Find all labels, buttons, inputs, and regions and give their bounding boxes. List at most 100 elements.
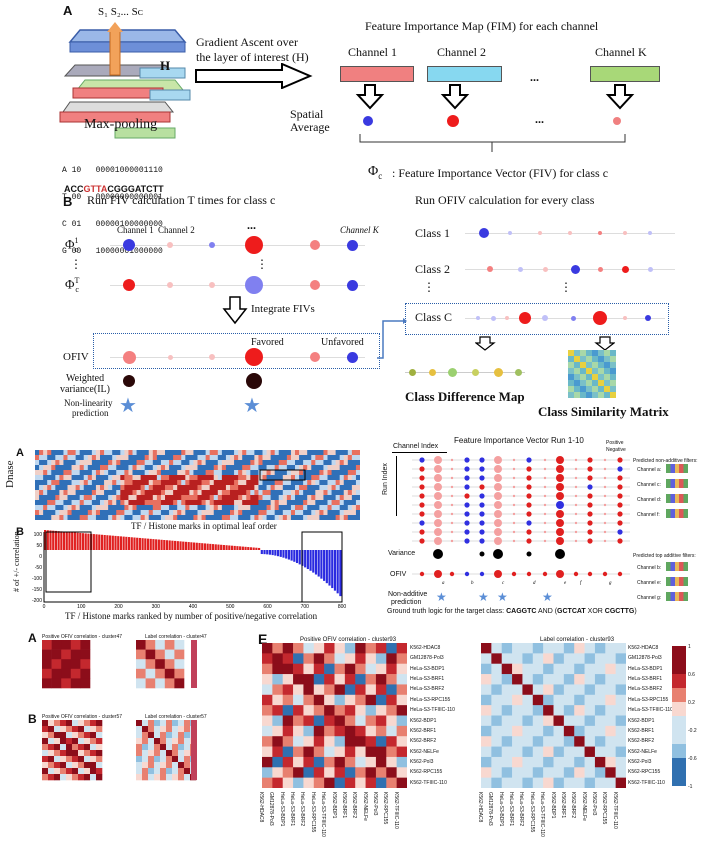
h-layer-label: H	[160, 58, 171, 73]
class-c-dot	[490, 315, 496, 321]
down-arrow-icons	[355, 84, 635, 110]
bar-xtick: 800	[338, 604, 347, 610]
class-2-dot	[570, 264, 580, 274]
diff-map-line	[405, 372, 525, 373]
dnase-label: Dnase	[4, 460, 16, 489]
motif-logo	[666, 509, 688, 518]
fim-bar-channel-1	[340, 66, 414, 82]
fiv-row-1-line	[110, 245, 365, 246]
matrix-row-label: K562-BDP1	[410, 717, 437, 724]
class-1-dot	[623, 231, 627, 235]
ofiv-corr-matrix-cluster93	[262, 643, 407, 788]
fiv-dot-channel-2	[447, 115, 459, 127]
class-1-dot	[648, 231, 652, 235]
bar-xlabel: TF / Histone marks ranked by number of p…	[65, 611, 318, 621]
matrix-col-label: K562-BDP1	[549, 792, 556, 819]
ofiv-row-dot	[245, 348, 263, 366]
sb1-title: Positive OFIV correlation - cluster57	[42, 714, 123, 720]
big-arrow-icon	[195, 63, 313, 89]
ofiv-row-dot	[209, 354, 215, 360]
variance-label: Variance	[388, 550, 416, 557]
matrix-row-label: K562-NELFe	[628, 748, 657, 755]
motif-logo	[666, 577, 688, 586]
motif-channel-label: Channel e:	[637, 580, 662, 586]
gradient-label-1: Gradient Ascent over	[196, 35, 298, 49]
fiv-row-t-dot	[310, 280, 320, 290]
nonadd-star-icon-3: ★	[497, 590, 508, 604]
class-2-dot	[621, 265, 629, 273]
motif-logo	[666, 592, 688, 601]
motif-channel-label: Channel a:	[637, 467, 662, 473]
channel-k-label: Channel K	[595, 45, 647, 59]
fiv-row-t-dot	[123, 279, 135, 291]
heat-xlabel: TF / Histone marks in optimal leaf order	[131, 521, 277, 531]
panel-letter-a: A	[63, 3, 73, 18]
matrix-col-label: K562-RPC155	[601, 792, 608, 825]
nonadd-label-2: prediction	[391, 599, 422, 606]
panel-letter-b: B	[63, 194, 73, 209]
b-channel-2-label: Channel 2	[158, 225, 195, 235]
e2-title: Label correlation - cluster93	[540, 637, 615, 643]
matrix-col-label: HeLa-S3-BRF2	[518, 792, 525, 827]
sb2-title: Label correlation - cluster57	[145, 714, 207, 720]
bar-ylabel: # of +/- correlation	[12, 531, 21, 592]
vdots-classes-2: ⋮	[560, 280, 572, 294]
maxpool-label: Max-pooling	[84, 117, 158, 132]
channel-letter: f	[580, 581, 582, 586]
variance-dot-2	[246, 373, 262, 389]
fiv-row-1-dot	[209, 242, 215, 248]
matrix-row-label: K562-RPC155	[410, 769, 443, 776]
fiv-brace	[359, 134, 626, 152]
fiv-row-t-dot	[245, 276, 263, 294]
bar-xtick: 200	[114, 604, 123, 610]
matrix-row-label: K562-TFIIIC-110	[410, 779, 447, 786]
fim-title: Feature Importance Map (FIM) for each ch…	[365, 19, 599, 33]
integrate-label: Integrate FIVs	[251, 303, 315, 315]
nonlin-label-1: Non-linearity	[64, 398, 113, 408]
bar-xtick: 700	[301, 604, 310, 610]
cnn-stack-diagram	[59, 22, 191, 139]
fiv-row-1-dot	[123, 239, 135, 251]
bar-xtick: 100	[77, 604, 86, 610]
unfavored-label: Unfavored	[321, 337, 364, 348]
nonlin-star-icon-1: ★	[119, 395, 137, 417]
bottom-letter-e: E	[258, 631, 268, 647]
small-correlation-matrices	[42, 640, 197, 781]
favored-label: Favored	[251, 337, 284, 348]
class-2-dot	[542, 266, 548, 272]
motif-channel-label: Channel g:	[637, 595, 662, 601]
matrix-col-label: K562-BRF2	[570, 792, 577, 819]
ofiv-row-dot	[346, 351, 358, 363]
class-c-dot	[593, 311, 607, 325]
class-1-dot	[479, 228, 489, 238]
fiv-row-t-dot	[209, 282, 215, 288]
panel-b-right-title: Run OFIV calculation for every class	[415, 193, 595, 207]
class-diff-map-label: Class Difference Map	[405, 389, 525, 404]
bar-xtick: 0	[43, 604, 46, 610]
fiv-label: : Feature Importance Vector (FIV) for cl…	[392, 166, 609, 180]
bar-xtick: 300	[152, 604, 161, 610]
channel-letter: d	[533, 581, 536, 586]
fiv-row-t-line	[110, 285, 365, 286]
fiv-row-1-dot	[245, 236, 263, 254]
bar-ytick: -50	[35, 565, 42, 571]
ellipsis-2: ...	[535, 112, 544, 126]
class-arrows-icon	[475, 336, 615, 351]
matrix-row-label: K562-BDP1	[628, 717, 655, 724]
matrix-row-label: HeLa-S3-RPC155	[628, 696, 669, 703]
class-c-dot	[476, 316, 480, 320]
channel-letter: g	[609, 581, 612, 586]
matrix-row-label: HeLa-S3-BRF2	[410, 686, 445, 693]
scale-label: 0.6	[688, 672, 695, 678]
scale-label: -0.2	[688, 728, 697, 734]
fiv-row-1-dot	[167, 242, 173, 248]
diff-map-dot	[493, 367, 503, 377]
matrix-row-label: K562-Pol3	[628, 758, 652, 765]
matrix-col-label: HeLa-S3-TFIIIC-110	[320, 792, 327, 837]
matrix-col-label: K562-NELFe	[580, 792, 587, 821]
panel-b-left-title: Run FIV calculation T times for class c	[87, 193, 276, 207]
channel-1-label: Channel 1	[348, 45, 397, 59]
fiv-row-1-dot	[346, 239, 358, 251]
matrix-row-label: HeLa-S3-TFIIIC-110	[410, 707, 455, 714]
matrix-col-label: K562-BRF2	[351, 792, 358, 819]
